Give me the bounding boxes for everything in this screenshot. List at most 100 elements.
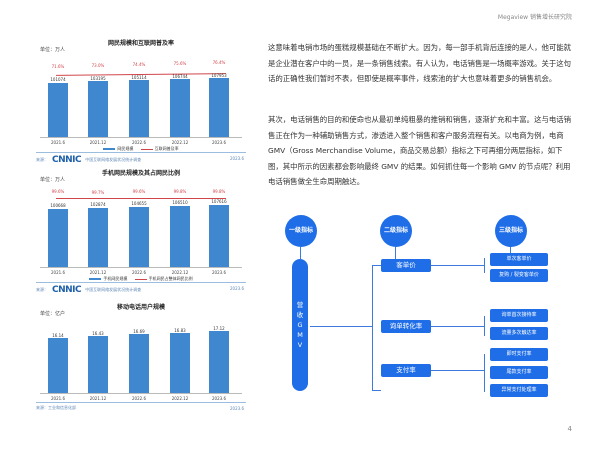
connector — [430, 326, 484, 327]
level-1-badge: 一级指标 — [285, 215, 317, 247]
badge-text: 指标 — [511, 227, 524, 234]
rate-label: 74.4% — [132, 62, 146, 67]
bar — [48, 209, 68, 267]
chart-unit: 单位：亿户 — [40, 311, 66, 317]
bar-label: 106744 — [172, 74, 188, 79]
bar — [88, 208, 108, 267]
source-org: 中国互联网络发展状况统计调查 — [85, 157, 142, 162]
legend-label: 网民规模 — [117, 146, 134, 151]
level3-item: 询单首次接待率 — [490, 309, 548, 322]
x-label: 2021.12 — [89, 396, 107, 401]
connector — [372, 265, 373, 390]
root-char: G — [297, 321, 303, 329]
bar-label: 17.12 — [213, 326, 225, 331]
bar-label: 107953 — [211, 73, 227, 78]
chart-title: 移动电话用户规模 — [116, 304, 165, 311]
level-3-badge: 三级指标 — [495, 215, 527, 247]
rate-label: 73.0% — [91, 63, 105, 68]
bar-label: 105114 — [131, 75, 147, 80]
source-date: 2023.6 — [230, 156, 244, 161]
x-label: 2022.6 — [132, 270, 146, 275]
source-date: 2023.6 — [230, 406, 244, 411]
level3-item: 异常支付处理率 — [490, 384, 548, 397]
paragraph-2: 其次，电话销售的目的和使命也从最初单纯粗暴的推销和销售，逐渐扩充和丰富。这与电话… — [268, 115, 572, 186]
level3-item: 流量多次触达率 — [490, 327, 548, 340]
chart-mobile-netizens: 手机网民规模及其占网民比例 单位：万人 99.6% 99.7% 99.6% 99… — [36, 168, 246, 295]
connector — [510, 247, 511, 257]
x-label: 2022.6 — [132, 140, 146, 145]
bar — [209, 205, 229, 267]
chart-source: 来源：工业和信息化部 2023.6 — [36, 402, 246, 411]
legend-label: 手机网民占整体网民比例 — [148, 276, 193, 281]
source-date: 2023.6 — [230, 286, 244, 291]
level3-item: 单次客单价 — [490, 253, 548, 266]
connector — [484, 316, 485, 336]
source-label: 来源：工业和信息化部 — [36, 405, 76, 410]
source-label: 来源： — [36, 287, 48, 292]
bar — [170, 79, 190, 137]
level2-item: 客单价 — [381, 259, 431, 272]
bar-label: 16.14 — [52, 333, 64, 338]
x-label: 2021.6 — [51, 140, 65, 145]
bar-label: 107616 — [211, 199, 227, 204]
bar — [170, 333, 190, 393]
bar — [48, 83, 68, 137]
header-brand: Megaview 销售增长研究院 — [497, 14, 572, 21]
cnnic-logo: CNNIC — [52, 285, 82, 295]
gmv-diagram: 一级指标 二级指标 三级指标 营 收 G M V 客单价 询单转化率 支付率 单… — [275, 215, 575, 405]
chart-title: 网民规模和互联网普及率 — [107, 40, 174, 47]
bar-legend-swatch — [103, 148, 116, 150]
cnnic-logo: CNNIC — [52, 155, 82, 165]
bar — [170, 206, 190, 267]
root-char: 营 — [296, 301, 304, 309]
x-label: 2022.6 — [132, 396, 146, 401]
paragraph-1: 这意味着电销市场的蛋糕规模基础在不断扩大。因为，每一部手机背后连接的是人，他可能… — [268, 43, 572, 83]
bar-label: 100668 — [50, 203, 66, 208]
bar-label: 16.69 — [133, 329, 145, 334]
bar — [209, 331, 229, 393]
connector — [484, 354, 485, 392]
bar-label: 106510 — [172, 200, 188, 205]
rate-label: 99.6% — [51, 189, 65, 194]
bar-label: 16.83 — [174, 328, 186, 333]
rate-label: 99.6% — [132, 189, 146, 194]
badge-text: 二级 — [383, 227, 396, 234]
rate-label: 75.6% — [173, 61, 187, 66]
badge-text: 一级 — [288, 227, 301, 234]
connector — [300, 247, 301, 259]
level3-item: 即时支付率 — [490, 348, 548, 361]
line-legend-swatch — [140, 148, 153, 150]
bar — [88, 336, 108, 393]
bar-label: 103195 — [90, 76, 106, 81]
badge-text: 三级 — [498, 227, 511, 234]
rate-label: 99.7% — [91, 190, 105, 195]
level-2-badge: 二级指标 — [380, 215, 412, 247]
root-char: 收 — [296, 311, 304, 319]
level3-item: 复购 / 裂变客单价 — [490, 269, 548, 282]
bar-label: 104655 — [131, 201, 147, 206]
line-legend-swatch — [134, 278, 147, 280]
level2-item: 询单转化率 — [381, 320, 431, 333]
bar — [48, 338, 68, 393]
x-label: 2021.6 — [51, 396, 65, 401]
rate-label: 99.8% — [212, 189, 226, 194]
legend-label: 手机网民规模 — [103, 276, 128, 281]
source-label: 来源： — [36, 157, 48, 162]
root-char: M — [297, 331, 303, 339]
x-label: 2022.12 — [171, 270, 189, 275]
x-label: 2022.12 — [171, 396, 189, 401]
connector — [372, 265, 381, 266]
chart-plot: 16.14 16.43 16.69 16.83 17.12 2021.6 202… — [40, 318, 242, 401]
connector — [310, 326, 372, 327]
x-label: 2023.6 — [212, 270, 226, 275]
bar — [88, 81, 108, 137]
chart-unit: 单位：万人 — [40, 177, 66, 183]
source-org: 中国互联网络发展状况统计调查 — [85, 287, 142, 292]
rate-label: 99.8% — [173, 189, 187, 194]
level2-item: 支付率 — [381, 364, 431, 377]
connector — [430, 370, 484, 371]
chart-legend: 手机网民规模 手机网民占整体网民比例 — [36, 276, 246, 282]
bar-label: 16.43 — [92, 331, 104, 336]
chart-mobile-subscribers: 移动电话用户规模 单位：亿户 16.14 16.43 16.69 16.83 1… — [36, 302, 246, 420]
